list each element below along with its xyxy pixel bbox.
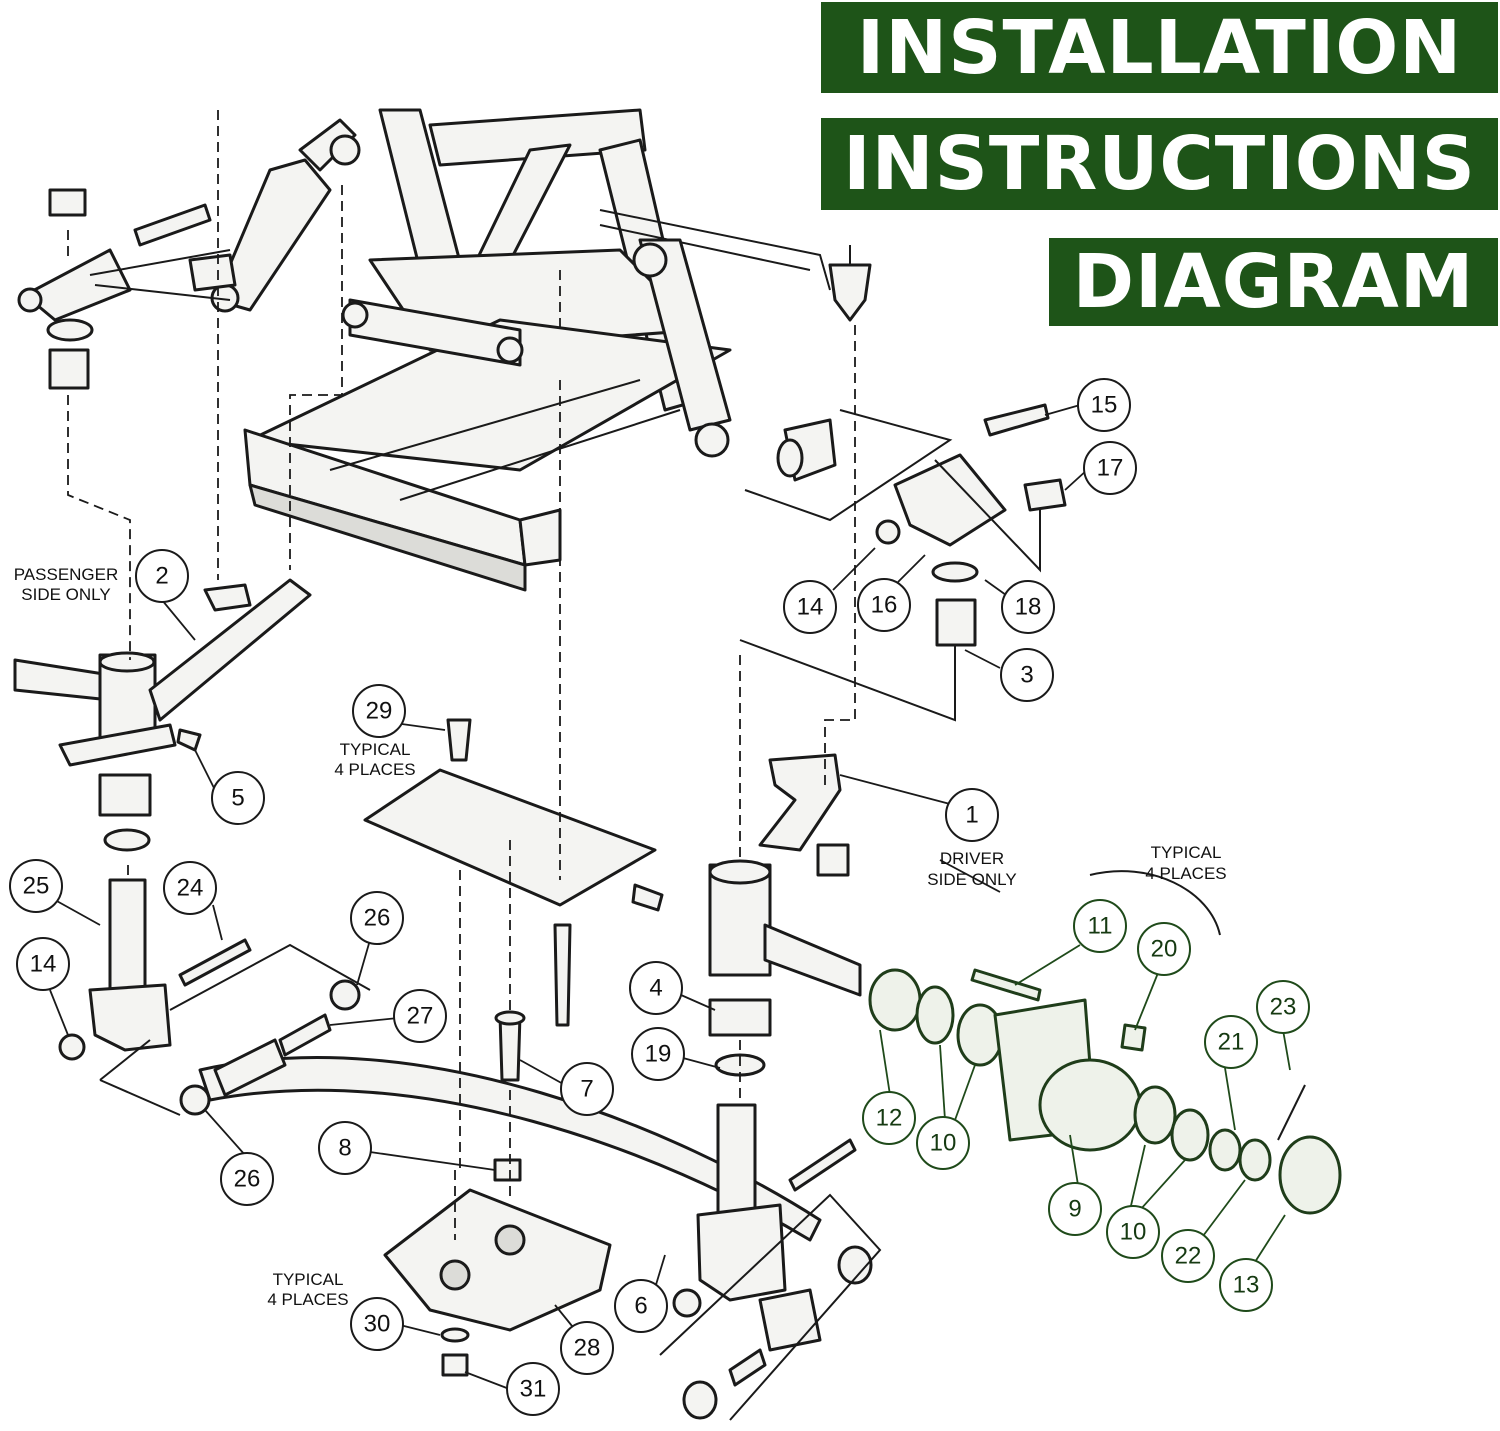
callout-29: 29 xyxy=(352,684,406,738)
tie-rod-end xyxy=(828,245,872,322)
callout-30-label: 30 xyxy=(364,1311,391,1338)
callout-12-label: 12 xyxy=(876,1105,903,1132)
lower-spring-plate xyxy=(383,1188,612,1377)
shock-absorber-right xyxy=(632,238,732,458)
callout-6: 6 xyxy=(614,1279,668,1333)
driver-side-note-line2: SIDE ONLY xyxy=(927,870,1016,889)
passenger-spindle xyxy=(13,578,312,852)
typical-hub-note-line1: TYPICAL xyxy=(1151,843,1222,862)
callout-10b: 10 xyxy=(1106,1205,1160,1259)
upper-left-linkage xyxy=(17,188,231,390)
callout-22: 22 xyxy=(1161,1229,1215,1283)
callout-7-label: 7 xyxy=(580,1076,593,1103)
callout-10a-label: 10 xyxy=(930,1130,957,1157)
callout-3: 3 xyxy=(1000,648,1054,702)
typical-plate-note-line2: 4 PLACES xyxy=(334,760,415,779)
callout-4: 4 xyxy=(629,961,683,1015)
callout-1-label: 1 xyxy=(965,802,978,829)
callout-28: 28 xyxy=(560,1321,614,1375)
driver-side-note-line1: DRIVER xyxy=(940,849,1004,868)
callout-13: 13 xyxy=(1219,1258,1273,1312)
driver-spindle xyxy=(631,753,862,1077)
callout-25-label: 25 xyxy=(23,873,50,900)
left-kingpin-yoke xyxy=(58,878,252,1061)
callout-26b: 26 xyxy=(220,1152,274,1206)
callout-17: 17 xyxy=(1083,441,1137,495)
passenger-side-note-line2: SIDE ONLY xyxy=(21,585,110,604)
callout-16-label: 16 xyxy=(871,592,898,619)
assembly-guide-lines xyxy=(67,110,1221,1421)
callout-25: 25 xyxy=(9,859,63,913)
callout-18: 18 xyxy=(1001,580,1055,634)
callout-6-label: 6 xyxy=(634,1293,647,1320)
callout-18-label: 18 xyxy=(1015,594,1042,621)
callout-8-label: 8 xyxy=(338,1135,351,1162)
callout-13-label: 13 xyxy=(1233,1272,1260,1299)
callout-2-label: 2 xyxy=(155,563,168,590)
callout-14b-label: 14 xyxy=(30,951,57,978)
callout-10b-label: 10 xyxy=(1120,1219,1147,1246)
callout-5-label: 5 xyxy=(231,785,244,812)
callout-31-label: 31 xyxy=(520,1376,547,1403)
right-kingpin-yoke xyxy=(672,1103,873,1420)
callout-28-label: 28 xyxy=(574,1335,601,1362)
callout-21-label: 21 xyxy=(1218,1029,1245,1056)
passenger-side-note-line1: PASSENGER xyxy=(14,565,119,584)
callout-leaders xyxy=(49,404,1291,1391)
callout-23-label: 23 xyxy=(1270,994,1297,1021)
typical-bottom-note-line2: 4 PLACES xyxy=(267,1290,348,1309)
upper-mount-plate xyxy=(363,718,657,1027)
callout-22-label: 22 xyxy=(1175,1243,1202,1270)
callout-30: 30 xyxy=(350,1297,404,1351)
callout-19: 19 xyxy=(631,1027,685,1081)
callout-31: 31 xyxy=(506,1362,560,1416)
typical-bottom-note-line1: TYPICAL xyxy=(273,1270,344,1289)
callout-5: 5 xyxy=(211,771,265,825)
callout-11: 11 xyxy=(1073,899,1127,953)
typical-plate-note-line1: TYPICAL xyxy=(340,740,411,759)
typical-hub-note-line2: 4 PLACES xyxy=(1145,864,1226,883)
callout-27: 27 xyxy=(393,989,447,1043)
callout-14a: 14 xyxy=(783,580,837,634)
callout-16: 16 xyxy=(857,578,911,632)
title-banner-diagram: DIAGRAM xyxy=(1049,238,1498,326)
callout-3-label: 3 xyxy=(1020,662,1033,689)
callout-26a: 26 xyxy=(350,891,404,945)
callout-29-label: 29 xyxy=(366,698,393,725)
callout-20: 20 xyxy=(1137,922,1191,976)
callout-15: 15 xyxy=(1077,378,1131,432)
title-banner-installation: INSTALLATION xyxy=(821,2,1498,93)
callout-7: 7 xyxy=(560,1062,614,1116)
callout-24: 24 xyxy=(163,861,217,915)
callout-26b-label: 26 xyxy=(234,1166,261,1193)
wheel-hub-assembly xyxy=(868,968,1342,1215)
callout-8: 8 xyxy=(318,1121,372,1175)
pivot-bushing-assembly xyxy=(776,403,1067,647)
callout-9: 9 xyxy=(1048,1182,1102,1236)
u-bolt-and-nut xyxy=(493,1010,526,1182)
callout-9-label: 9 xyxy=(1068,1196,1081,1223)
callout-21: 21 xyxy=(1204,1015,1258,1069)
lateral-links xyxy=(188,253,524,367)
callout-12: 12 xyxy=(862,1091,916,1145)
callout-27-label: 27 xyxy=(407,1003,434,1030)
callout-4-label: 4 xyxy=(649,975,662,1002)
callout-2: 2 xyxy=(135,549,189,603)
callout-10a: 10 xyxy=(916,1116,970,1170)
callout-24-label: 24 xyxy=(177,875,204,902)
callout-1: 1 xyxy=(945,788,999,842)
callout-20-label: 20 xyxy=(1151,936,1178,963)
callout-15-label: 15 xyxy=(1091,392,1118,419)
callout-14b: 14 xyxy=(16,937,70,991)
callout-23: 23 xyxy=(1256,980,1310,1034)
callout-14a-label: 14 xyxy=(797,594,824,621)
callout-26a-label: 26 xyxy=(364,905,391,932)
title-banner-instructions: INSTRUCTIONS xyxy=(821,118,1498,210)
callout-17-label: 17 xyxy=(1097,455,1124,482)
callout-19-label: 19 xyxy=(645,1041,672,1068)
chassis-frame xyxy=(243,108,831,592)
callout-11-label: 11 xyxy=(1088,913,1113,940)
